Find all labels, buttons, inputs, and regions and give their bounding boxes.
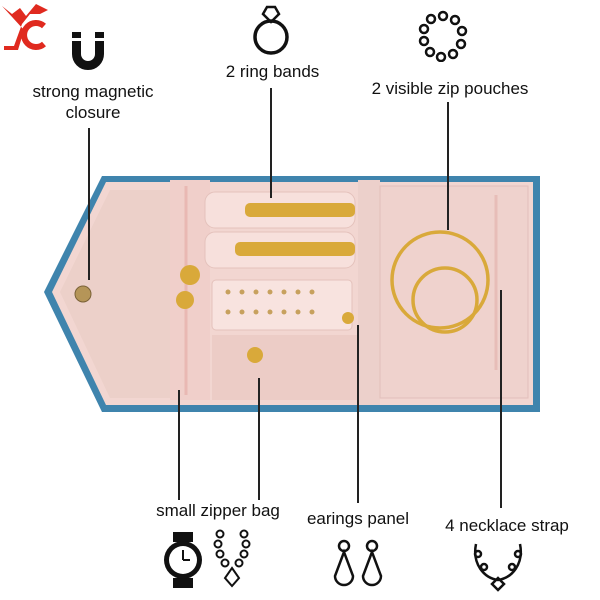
necklace-strap-icon (470, 540, 526, 592)
leader-line-zipper-bag (178, 390, 180, 500)
leader-line-necklace-strap (500, 290, 502, 508)
label-necklace-strap: 4 necklace strap (445, 516, 569, 535)
label-line: closure (65, 103, 121, 122)
bracelet-icon (418, 10, 468, 62)
leader-line-magnetic (88, 128, 90, 280)
leader-line-zip-pouches (447, 102, 449, 230)
label-zip-pouches: 2 visible zip pouches (371, 79, 529, 98)
label-zipper-bag: small zipper bag (156, 501, 280, 520)
earrings-icon (330, 538, 386, 594)
ring-icon (248, 4, 294, 56)
label-earings-panel: earings panel (306, 509, 410, 528)
brand-logo (0, 0, 50, 52)
watch-icon (158, 530, 208, 590)
magnet-icon (70, 30, 106, 72)
label-ring-bands: 2 ring bands (225, 62, 320, 81)
label-magnetic-closure: strong magnetic closure (8, 81, 178, 123)
leader-line-earings (357, 325, 359, 503)
leader-line-zipper-bag-2 (258, 378, 260, 500)
necklace-icon (212, 528, 252, 590)
label-line: strong magnetic (32, 82, 154, 101)
leader-line-ring-bands (270, 88, 272, 198)
